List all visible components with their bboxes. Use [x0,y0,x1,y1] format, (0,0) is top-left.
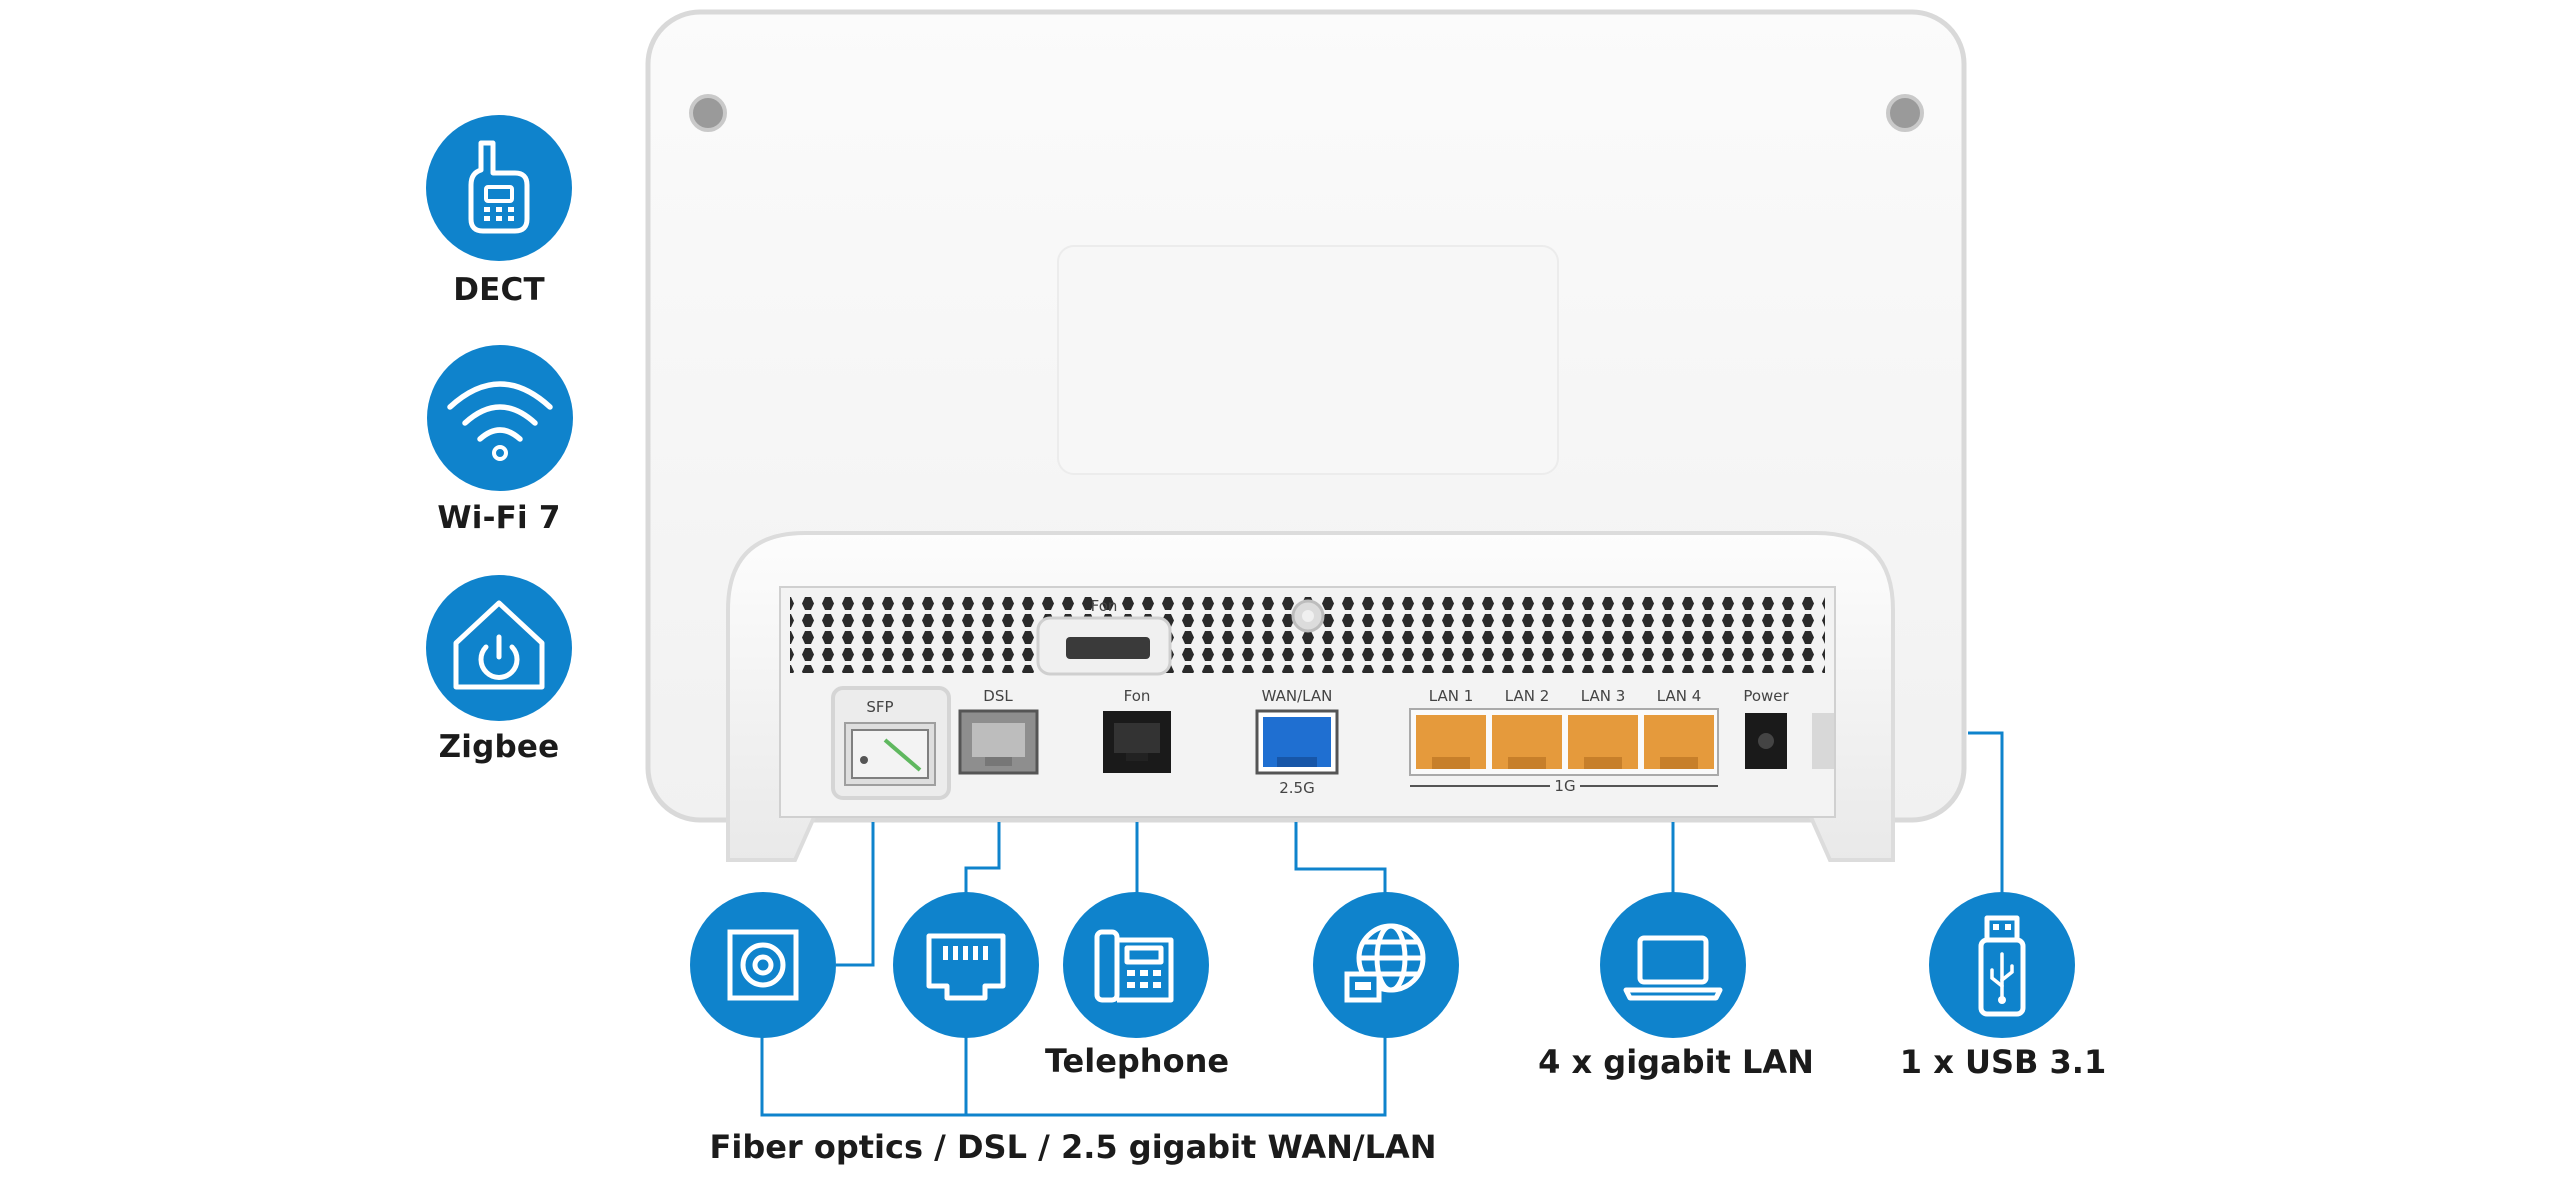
fiber-optic-icon [690,892,836,1038]
port-label-fon: Fon [1124,687,1151,705]
lan-port [1644,715,1714,769]
feature-label-dect: DECT [453,272,545,308]
port-label-lan-speed: 1G [1554,777,1575,795]
telephone-icon-circle [1063,892,1209,1038]
wan-globe-icon-circle [1313,892,1459,1038]
wifi-feature-icon [427,345,573,491]
smart-home-icon [453,600,545,690]
lan-port [1492,715,1562,769]
desk-phone-icon [1094,929,1174,1003]
dect-phone-icon [468,140,530,234]
caption-usb: 1 x USB 3.1 [1899,1043,2107,1081]
feature-label-wifi: Wi-Fi 7 [437,500,561,536]
ethernet-port-icon [893,892,1039,1038]
port-label-wan-lan: WAN/LAN [1262,687,1333,705]
lan-port [1416,715,1486,769]
screw [689,94,727,132]
wifi-icon [447,381,553,461]
lan-port [1568,715,1638,769]
port-label-sfp: SFP [866,698,893,716]
lan-laptop-icon-circle [1600,892,1746,1038]
fiber-sfp-icon [727,929,799,1001]
dect-feature-icon [426,115,572,261]
zigbee-feature-icon [426,575,572,721]
caption-wan: Fiber optics / DSL / 2.5 gigabit WAN/LAN [709,1128,1437,1166]
globe-icon [1344,923,1426,1003]
laptop-icon [1623,935,1723,1001]
label-plate [1057,245,1559,475]
port-label-fon-top: Fon [1091,597,1118,615]
port-label-dsl: DSL [983,687,1013,705]
usb-stick-icon [1978,915,2026,1017]
screw [1886,94,1924,132]
port-label-lan1: LAN 1 [1429,687,1474,705]
usb-port-stub [1812,713,1834,769]
port-label-wan-speed: 2.5G [1279,779,1314,797]
port-label-lan2: LAN 2 [1505,687,1550,705]
port-label-lan3: LAN 3 [1581,687,1626,705]
port-label-power: Power [1743,687,1789,705]
caption-lan: 4 x gigabit LAN [1538,1043,1814,1081]
usb-icon-circle [1929,892,2075,1038]
port-label-lan4: LAN 4 [1657,687,1702,705]
connector-lines [760,731,2004,1117]
caption-telephone: Telephone [1044,1042,1230,1080]
fon-slot [1066,637,1150,659]
rj45-icon [926,933,1006,1001]
feature-label-zigbee: Zigbee [438,729,560,765]
